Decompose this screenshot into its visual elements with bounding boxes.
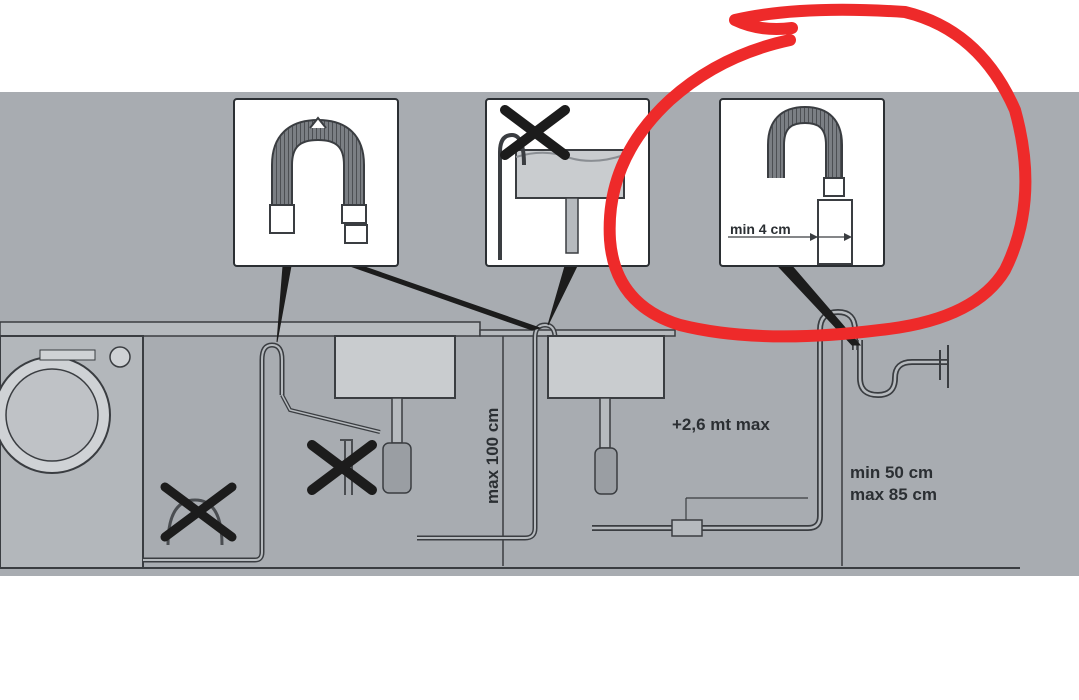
inset-panel-hose-hook (233, 98, 399, 267)
washing-machine (0, 335, 144, 569)
max-100-cm-label: max 100 cm (483, 408, 502, 504)
sink-1 (280, 335, 456, 494)
inset-panel-min-4cm: min 4 cm (719, 98, 885, 267)
standpipe-siphon (857, 340, 949, 399)
red-annotation-circle (603, 3, 1032, 343)
wrong-sink-connection-cross (307, 439, 377, 495)
max-85-cm-label: max 85 cm (850, 485, 937, 504)
min-50-cm-label: min 50 cm (850, 463, 933, 482)
extension-length-label: +2,6 mt max (672, 415, 770, 434)
callout-lines (276, 265, 862, 346)
min-4-cm-label: min 4 cm (730, 221, 791, 237)
wrong-floor-loop (160, 482, 237, 546)
countertop (0, 321, 481, 337)
sink-2 (547, 335, 665, 495)
inset-panel-submerged-wrong (485, 98, 650, 267)
extension-hose (592, 308, 858, 537)
